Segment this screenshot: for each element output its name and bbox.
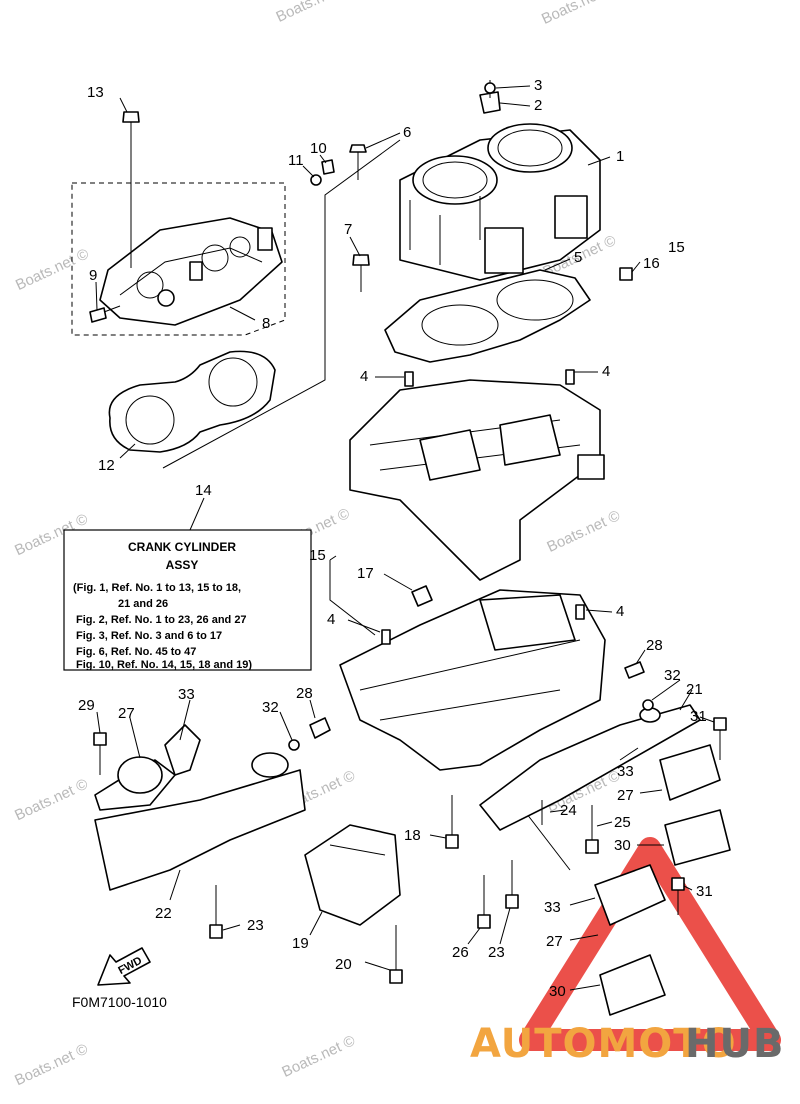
bolts-lower [93,661,727,984]
crankcase-lower [339,589,606,771]
callout-10: 10 [310,140,327,157]
callout-7: 7 [344,221,352,238]
head-gasket [108,350,276,453]
callout-25: 25 [614,814,631,831]
callout-9: 9 [89,267,97,284]
callout-24: 24 [560,802,577,819]
rubber-mount-right-lower [594,864,666,1016]
bolt-7 [352,254,370,292]
callout-1: 1 [616,148,624,165]
assembly-line [329,560,376,636]
brand-name-orange: AUTOMOTO [470,1021,737,1067]
callout-31: 31 [696,883,713,900]
callout-13: 13 [87,84,104,101]
dowel-17 [411,585,433,607]
washer-11 [310,174,322,186]
bolt-13 [122,111,140,268]
cylinder-gasket [384,269,591,363]
note-line: Fig. 10, Ref. No. 14, 15, 18 and 19) [76,659,252,671]
note-line: (Fig. 1, Ref. No. 1 to 13, 15 to 18, [73,582,241,594]
callout-labels: 1 2 3 6 5 7 8 9 10 11 12 13 14 15 16 4 4… [78,77,713,1000]
callout-30: 30 [549,983,566,1000]
callout-14: 14 [195,482,212,499]
brand-name-gray: HUB [685,1021,784,1067]
callout-4: 4 [360,368,368,385]
callout-27: 27 [617,787,634,804]
note-subtitle: ASSY [166,558,199,572]
callout-6: 6 [403,124,411,141]
callout-33: 33 [617,763,634,780]
bolt-9 [89,305,121,323]
watermark: Boats.net © [544,507,622,556]
head-cover-dashed-box [71,182,286,336]
callout-26: 26 [452,944,469,961]
callout-12: 12 [98,457,115,474]
callout-23: 23 [247,917,264,934]
callout-28: 28 [646,637,663,654]
rubber-mount-right-upper [659,744,731,866]
callout-4: 4 [616,603,624,620]
watermark: Boats.net © [539,0,617,28]
callout-15: 15 [309,547,326,564]
note-line: Fig. 6, Ref. No. 45 to 47 [76,646,196,658]
direction-label: FWD [116,955,144,977]
engine-mount-right [479,704,701,831]
watermark: Boats.net © [12,1041,90,1090]
note-line: Fig. 3, Ref. No. 3 and 6 to 17 [76,630,222,642]
callout-15: 15 [668,239,685,256]
watermark: Boats.net © [12,776,90,825]
callout-20: 20 [335,956,352,973]
cylinder-block [399,123,601,281]
leader-14 [189,497,205,531]
assembly-note-box: CRANK CYLINDER ASSY (Fig. 1, Ref. No. 1 … [63,529,312,671]
callout-2: 2 [534,97,542,114]
forward-arrow-icon: FWD [97,947,151,986]
callout-33: 33 [178,686,195,703]
callout-32: 32 [262,699,279,716]
callout-27: 27 [546,933,563,950]
callout-29: 29 [78,697,95,714]
callout-32: 32 [664,667,681,684]
screw-16 [619,267,633,281]
bolt-6 [349,144,367,180]
part-code: F0M7100-1010 [72,994,167,1010]
watermark: Boats.net © [279,1032,357,1081]
callout-28: 28 [296,685,313,702]
callout-27: 27 [118,705,135,722]
callout-30: 30 [614,837,631,854]
note-line: 21 and 26 [118,598,168,610]
engine-mount-left [94,724,306,891]
callout-3: 3 [534,77,542,94]
callout-17: 17 [357,565,374,582]
note-line: Fig. 2, Ref. No. 1 to 23, 26 and 27 [76,614,247,626]
callout-21: 21 [686,681,703,698]
callout-18: 18 [404,827,421,844]
cylinder-head-cover [99,217,283,326]
callout-8: 8 [262,315,270,332]
mount-bracket-19 [304,824,401,926]
bracket-and-screw [479,80,501,114]
automotohub-logo: AUTOMOTO HUB [470,837,784,1067]
plug-10 [321,159,335,175]
callout-31: 31 [690,708,707,725]
callout-23: 23 [488,944,505,961]
note-title: CRANK CYLINDER [128,540,236,554]
assembly-line [162,139,401,469]
watermark: Boats.net © [13,245,91,294]
callout-11: 11 [288,152,304,169]
callout-19: 19 [292,935,309,952]
crankcase-upper [349,369,605,581]
callout-5: 5 [574,249,582,266]
callout-4: 4 [602,363,610,380]
watermark: Boats.net © [274,0,352,26]
callout-4: 4 [327,611,335,628]
callout-22: 22 [155,905,172,922]
callout-16: 16 [643,255,660,272]
callout-33: 33 [544,899,561,916]
leader-lines [95,85,715,991]
